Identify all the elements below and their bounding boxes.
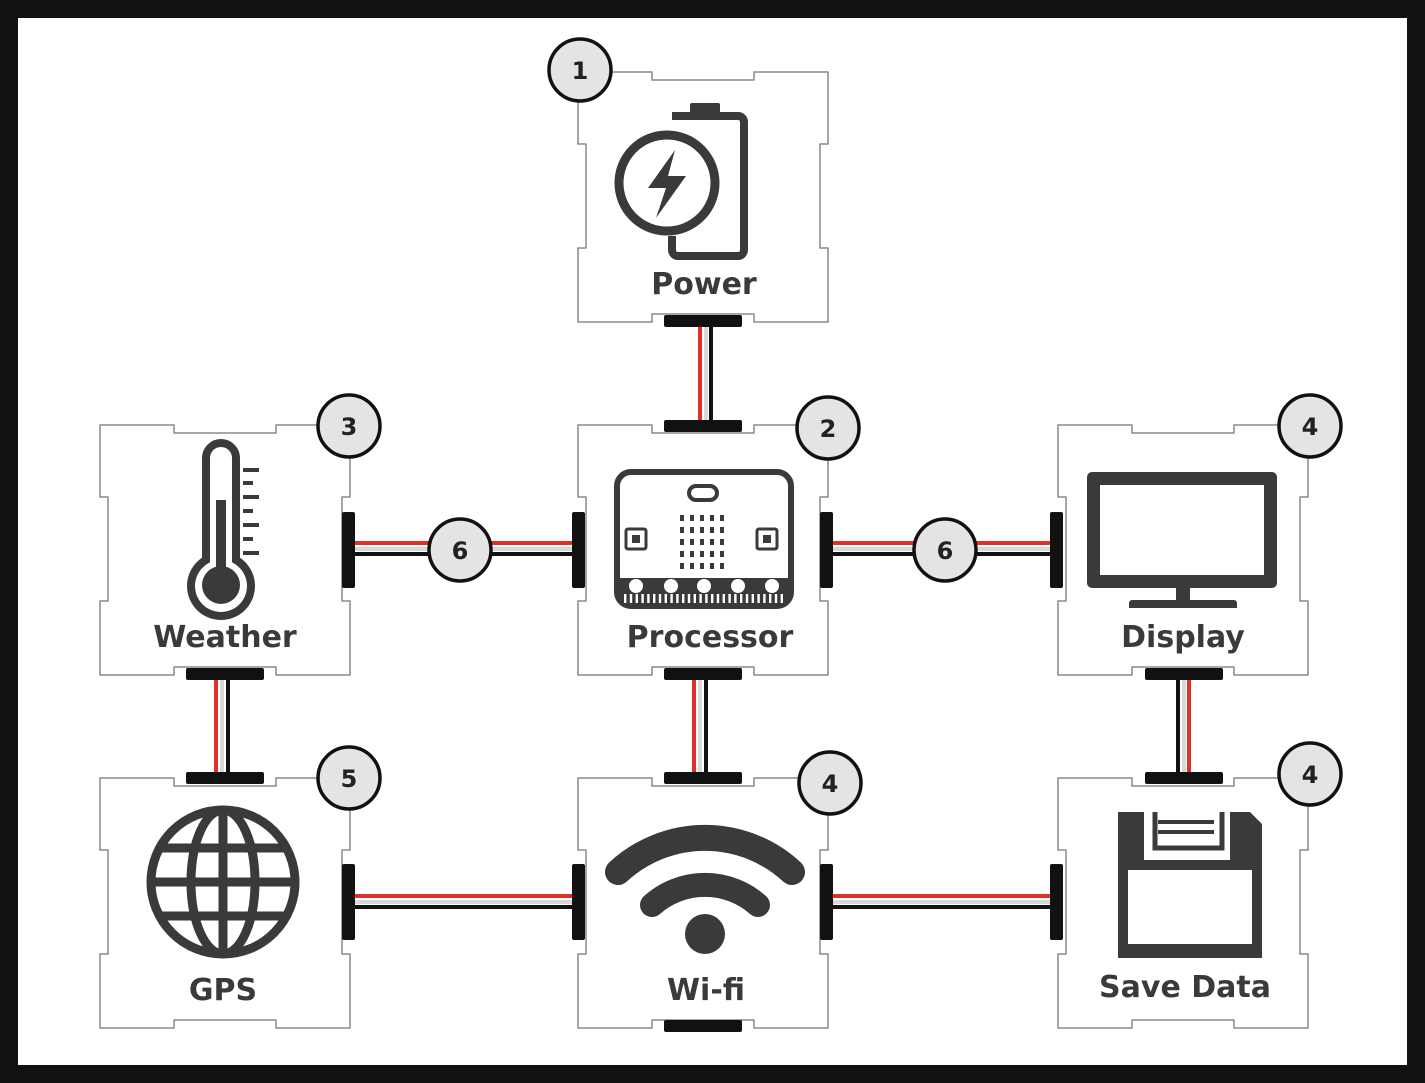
save-data-label: Save Data [1099,970,1271,1005]
led-dot [680,563,684,569]
svg-text:3: 3 [341,413,358,441]
board-pin [676,594,679,603]
board-pin [745,594,749,603]
wifi-icon [605,824,805,954]
led-dot [690,551,694,557]
board-pin [699,594,702,603]
lightning-icon [648,150,686,218]
svg-text:4: 4 [822,770,839,798]
svg-text:2: 2 [820,415,837,443]
gps-label: GPS [189,973,257,1008]
board-pin [751,594,754,603]
wire-display-save [1176,675,1191,776]
board-pin [641,594,644,603]
board-pin [624,594,627,603]
board-pin [728,594,731,603]
wire-wifi-save [830,894,1058,909]
led-dot [710,515,714,521]
connector-plugs [186,315,1223,1032]
led-dot [700,563,704,569]
led-dot [690,527,694,533]
badge-gps: 5 [316,745,382,811]
board-pin [664,594,667,603]
badge-connector-weather-processor: 6 [427,517,493,583]
board-pin [769,594,772,603]
svg-text:4: 4 [1302,413,1319,441]
badge-connector-processor-display: 6 [912,517,978,583]
board-pin [682,594,685,603]
board-pin [670,594,673,603]
microcontroller-board-icon [614,469,794,609]
board-pin [757,594,760,603]
battery-icon [614,103,748,260]
thermometer-icon [187,439,259,620]
led-dot [690,539,694,545]
board-pin [705,594,708,603]
led-dot [720,563,724,569]
board-pin [711,594,714,603]
wire-weather-gps [214,675,230,776]
badge-save-data: 4 [1277,741,1343,807]
board-pin [658,594,662,603]
led-dot [700,539,704,545]
badge-processor: 2 [795,395,861,461]
board-pin [722,594,725,603]
floppy-disk-icon [1118,812,1262,958]
board-pin [653,594,656,603]
led-dot [680,539,684,545]
led-dot [710,527,714,533]
badge-wifi: 4 [797,750,863,816]
board-pin [693,594,696,603]
led-dot [700,515,704,521]
board-pin [774,594,778,603]
weather-label: Weather [153,620,297,655]
globe-icon [146,805,300,959]
wire-power-processor [698,324,713,426]
led-dot [690,563,694,569]
svg-text:4: 4 [1302,761,1319,789]
led-dot [680,527,684,533]
led-dot [710,551,714,557]
board-pin [635,594,638,603]
badge-weather: 3 [316,393,382,459]
board-pin [629,594,633,603]
wire-processor-wifi [692,675,708,776]
board-pin [716,594,720,603]
board-pin [734,594,737,603]
badge-power: 1 [547,37,613,103]
led-dot [720,539,724,545]
power-label: Power [651,267,757,302]
led-dot [680,551,684,557]
led-dot [710,539,714,545]
svg-text:5: 5 [341,765,358,793]
board-pin [687,594,691,603]
svg-text:6: 6 [452,537,469,565]
display-label: Display [1121,620,1245,655]
board-pin [780,594,783,603]
svg-text:1: 1 [572,57,589,85]
led-dot [680,515,684,521]
wifi-label: Wi-fi [667,973,745,1008]
led-dot [720,527,724,533]
board-pin [647,594,650,603]
badge-display: 4 [1277,393,1343,459]
led-dot [720,551,724,557]
led-dot [700,527,704,533]
led-dot [700,551,704,557]
board-pin [740,594,743,603]
processor-label: Processor [627,620,794,655]
led-dot [690,515,694,521]
led-dot [710,563,714,569]
board-pin [763,594,766,603]
led-dot [720,515,724,521]
monitor-icon [1087,472,1277,608]
wire-gps-wifi [352,894,578,909]
svg-text:6: 6 [937,537,954,565]
